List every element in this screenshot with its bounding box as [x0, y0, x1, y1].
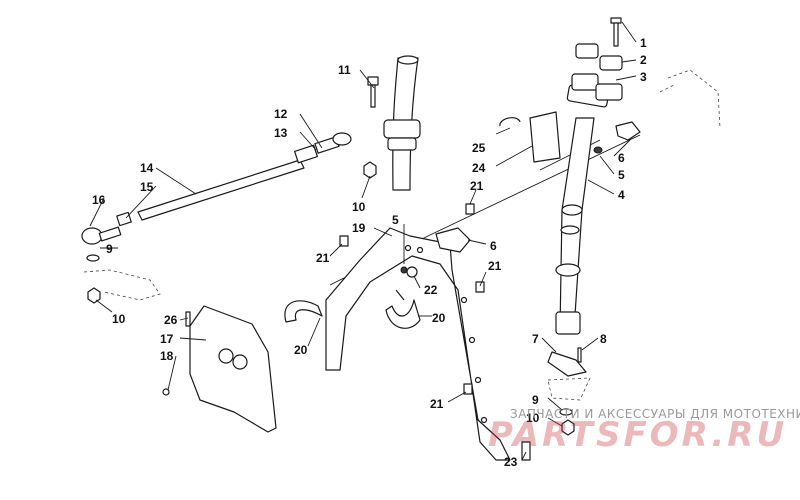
callout-5-upper: 5	[618, 168, 625, 182]
watermark-logo: PARTSFOR.RU	[488, 415, 787, 455]
screw-18	[162, 388, 170, 396]
u-bolt-20-right	[385, 289, 421, 329]
callout-11: 11	[338, 63, 351, 77]
callout-10-upper: 10	[352, 200, 366, 214]
callout-9-left: 9	[106, 242, 113, 256]
callout-6-lower: 6	[490, 239, 497, 253]
callout-10-lower: 10	[526, 411, 540, 425]
stud-21-d	[463, 383, 473, 395]
callout-20-right: 20	[432, 311, 446, 325]
callout-22: 22	[424, 283, 438, 297]
callout-6-upper: 6	[618, 151, 625, 165]
pad-24	[529, 111, 561, 163]
callout-9-lower: 9	[532, 393, 539, 407]
callout-24: 24	[472, 161, 486, 175]
callout-3: 3	[640, 70, 647, 84]
handlebar-tube	[383, 55, 421, 191]
callout-15: 15	[140, 180, 154, 194]
bolt-11	[367, 76, 379, 108]
callout-18: 18	[160, 349, 174, 363]
callout-21-d: 21	[430, 397, 444, 411]
leader-lines	[89, 21, 637, 461]
tie-rod-14	[81, 132, 352, 262]
callout-8: 8	[600, 332, 607, 346]
nut-10-lower	[561, 419, 575, 436]
nut-10-left	[87, 287, 101, 304]
callout-7: 7	[532, 332, 539, 346]
u-bolt-20-left	[284, 300, 323, 323]
callout-16: 16	[92, 193, 106, 207]
washer-22	[400, 266, 418, 278]
callout-23: 23	[504, 455, 518, 469]
clamp-6-upper	[615, 121, 641, 141]
callout-5-lower: 5	[392, 213, 399, 227]
clamp-caps	[571, 17, 623, 101]
snap-ring-25	[499, 117, 521, 127]
stud-21-c	[475, 281, 485, 293]
callout-4: 4	[618, 188, 625, 202]
washer-5-upper	[593, 146, 603, 154]
callout-21-a: 21	[470, 179, 484, 193]
clamp-6-middle	[435, 227, 471, 253]
rivet-26	[185, 311, 191, 327]
callout-25: 25	[472, 141, 486, 155]
callout-12: 12	[274, 107, 288, 121]
nut-10-upper	[363, 161, 377, 179]
callout-labels: 1 2 3 4 5 5 6 6 7 8 9 9 10 10 10 11 12 1…	[92, 36, 647, 469]
callout-26: 26	[164, 313, 178, 327]
callout-21-b: 21	[316, 251, 330, 265]
frame-outline	[659, 69, 721, 129]
callout-21-c: 21	[488, 259, 502, 273]
pin-8	[577, 347, 582, 363]
steering-post-4	[555, 84, 610, 335]
watermark: ЗАПЧАСТИ И АКСЕССУАРЫ ДЛЯ МОТОТЕХНИКИ PA…	[488, 407, 800, 455]
callout-2: 2	[640, 53, 647, 67]
stud-21-b	[339, 235, 349, 247]
callout-20-left: 20	[294, 343, 308, 357]
callout-1: 1	[640, 36, 647, 50]
assembly-centerline	[429, 134, 641, 236]
frame-bracket-19	[325, 227, 511, 461]
callout-14: 14	[140, 161, 154, 175]
callout-19: 19	[352, 221, 366, 235]
watermark-caption: ЗАПЧАСТИ И АКСЕССУАРЫ ДЛЯ МОТОТЕХНИКИ	[510, 407, 800, 421]
bracket-7	[547, 351, 587, 377]
callout-10-left: 10	[112, 312, 126, 326]
washer-9-lower	[559, 408, 573, 416]
bolt-23	[521, 441, 531, 461]
shield-17	[189, 305, 277, 433]
callout-17: 17	[160, 332, 174, 346]
callout-13: 13	[274, 126, 288, 140]
stud-21-a	[465, 203, 475, 215]
